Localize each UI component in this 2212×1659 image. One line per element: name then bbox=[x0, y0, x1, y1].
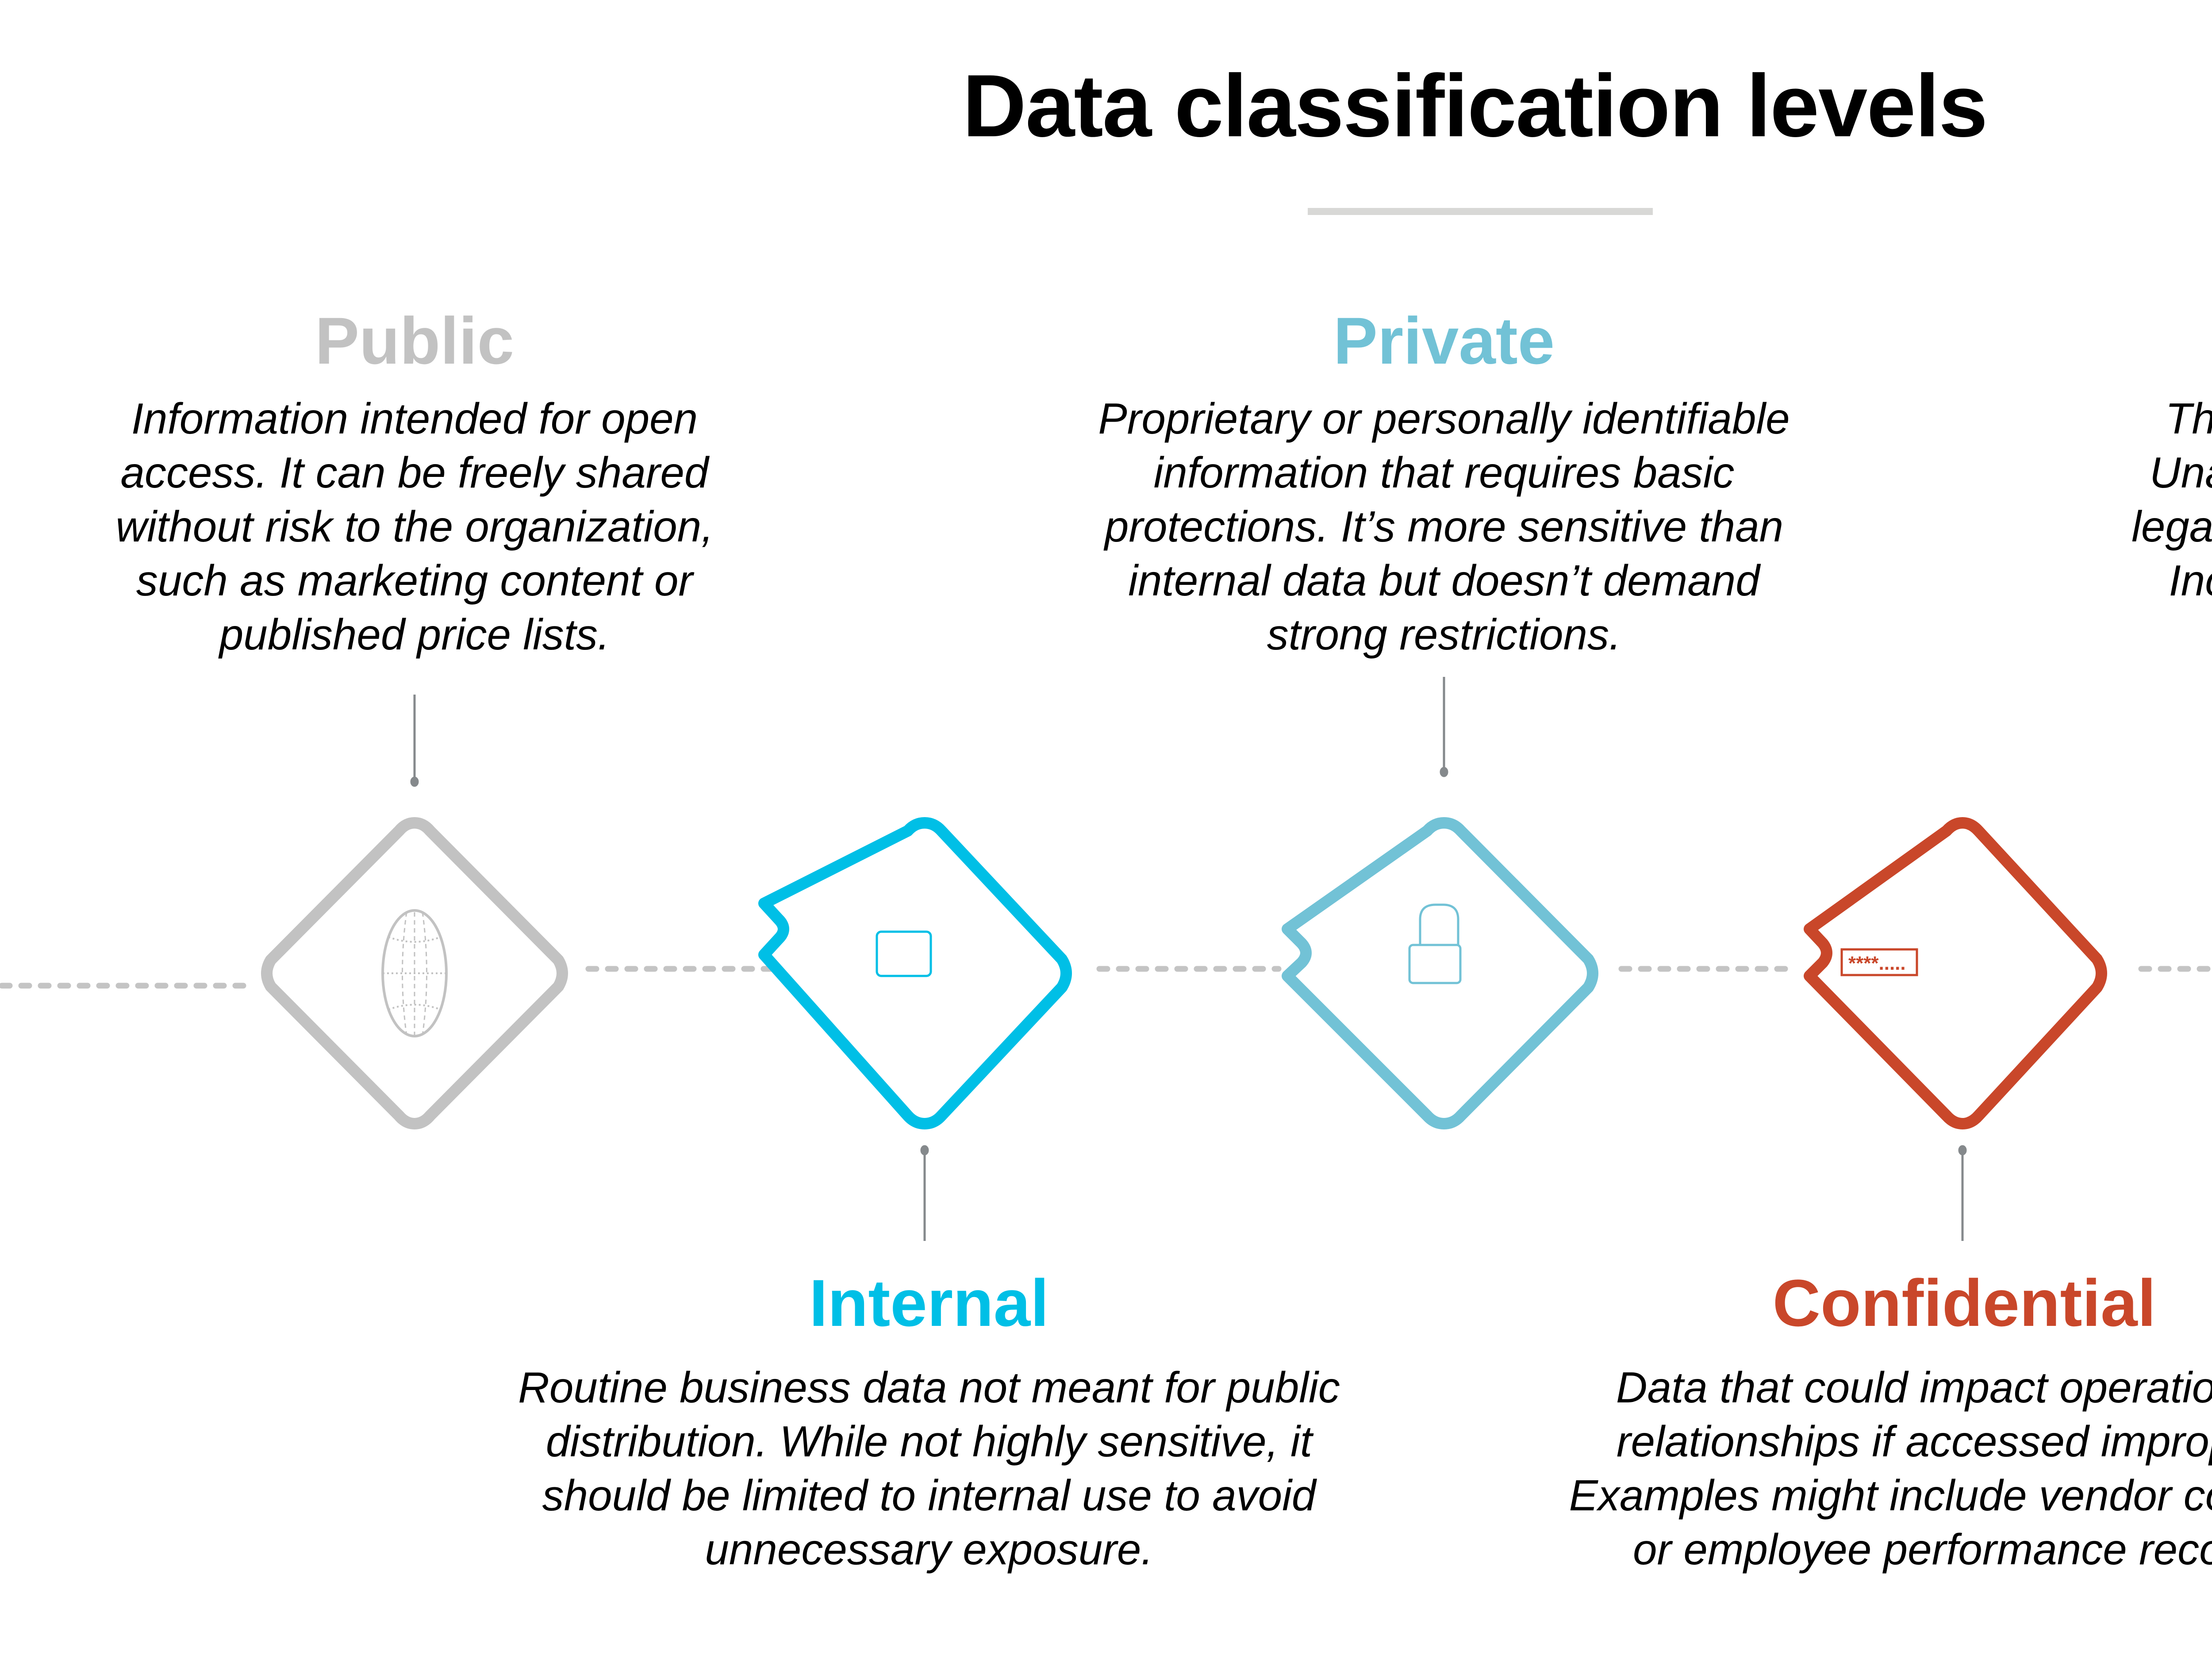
level-description-restricted: The most sensitive classification. Unaut… bbox=[2131, 394, 2212, 605]
public-diamond bbox=[261, 817, 568, 1129]
lock-eye-slash-icon bbox=[1408, 903, 1462, 984]
timeline-connector bbox=[0, 966, 2212, 989]
briefcase-icon bbox=[876, 930, 932, 977]
level-title-confidential: Confidential bbox=[1772, 1266, 2156, 1340]
private-diamond bbox=[1282, 817, 1598, 1129]
level-description-internal: Routine business data not meant for publ… bbox=[518, 1363, 1340, 1574]
svg-text:****.....: ****..... bbox=[1848, 952, 1906, 974]
pin-connectors bbox=[410, 677, 1967, 1241]
level-description-public: Information intended for open access. It… bbox=[115, 394, 714, 659]
level-description-private: Proprietary or personally identifiable i… bbox=[1098, 394, 1790, 659]
internal-diamond bbox=[758, 817, 1072, 1129]
page-title: Data classification levels bbox=[962, 57, 1988, 155]
level-description-confidential: Data that could impact operations or rel… bbox=[1569, 1363, 2212, 1574]
title-divider bbox=[1308, 208, 1653, 215]
level-title-private: Private bbox=[1333, 303, 1555, 378]
level-title-public: Public bbox=[315, 303, 515, 378]
password-field-icon: ****..... bbox=[1840, 948, 1918, 976]
globe-icon bbox=[381, 909, 448, 1037]
level-title-internal: Internal bbox=[809, 1266, 1049, 1340]
confidential-diamond: ****..... bbox=[1804, 817, 2107, 1129]
